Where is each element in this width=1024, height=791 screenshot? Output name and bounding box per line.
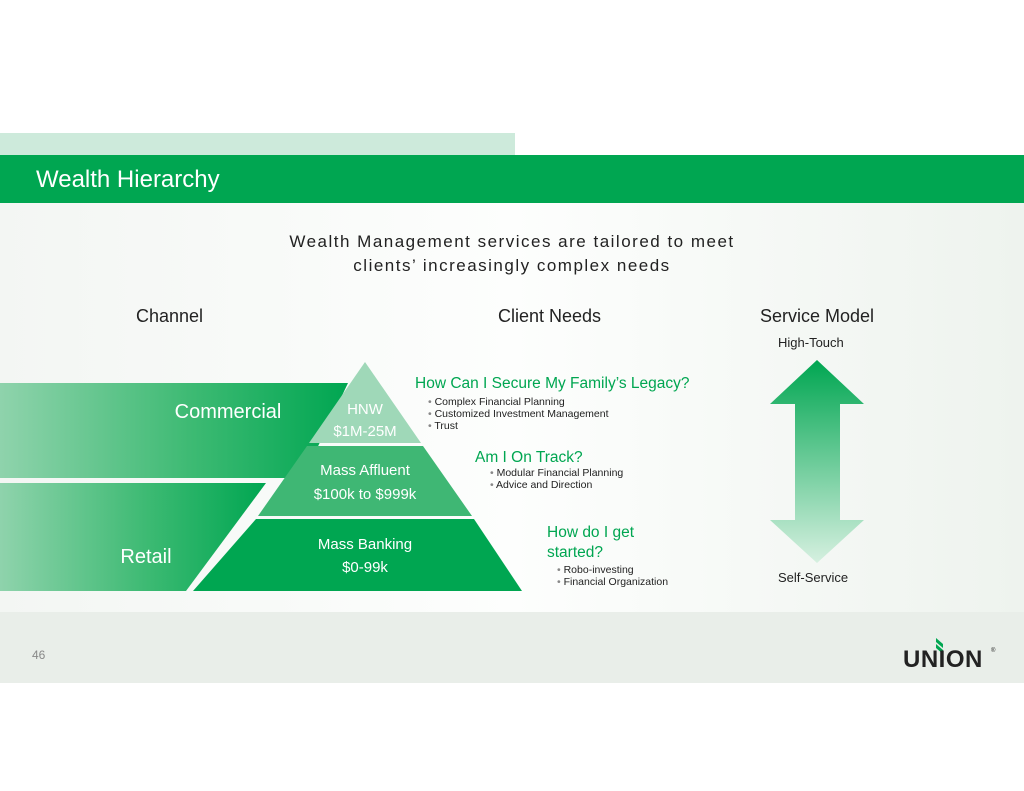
need-affluent-question: Am I On Track? <box>475 449 583 466</box>
channel-commercial-label: Commercial <box>175 401 282 423</box>
need-item: Complex Financial Planning <box>428 396 609 408</box>
subtitle-line-2: clients’ increasingly complex needs <box>353 256 671 275</box>
need-item: Modular Financial Planning <box>490 467 624 479</box>
svg-text:UNION: UNION <box>903 646 983 668</box>
service-model-arrow <box>770 360 864 563</box>
title-bar <box>0 155 1024 203</box>
tier-mass-banking <box>193 519 522 591</box>
need-item: Advice and Direction <box>490 479 623 491</box>
column-service-model: Service Model <box>760 306 875 326</box>
tier-hnw-range: $1M-25M <box>333 423 396 440</box>
need-banking-question-line-1: How do I get <box>547 524 635 541</box>
need-hnw-list: Complex Financial Planning Customized In… <box>428 396 609 432</box>
need-hnw-question: How Can I Secure My Family’s Legacy? <box>415 375 690 392</box>
union-logo-mark-icon: UNION ® <box>903 638 996 673</box>
service-self-service: Self-Service <box>778 570 849 585</box>
retail-band <box>0 483 266 591</box>
subtitle-line-1: Wealth Management services are tailored … <box>289 232 735 251</box>
tier-mass-affluent <box>258 446 472 516</box>
tier-mass-affluent-range: $100k to $999k <box>314 486 417 503</box>
service-high-touch: High-Touch <box>778 335 844 350</box>
need-item: Trust <box>428 420 609 432</box>
union-logo: UNION ® <box>903 638 998 673</box>
header-accent-strip <box>0 133 515 155</box>
tier-mass-banking-name: Mass Banking <box>318 536 412 553</box>
footer <box>0 612 1024 683</box>
column-channel: Channel <box>136 306 204 326</box>
svg-text:®: ® <box>991 647 996 654</box>
tier-hnw <box>309 362 421 443</box>
channel-retail-label: Retail <box>120 546 171 568</box>
page-number: 46 <box>32 648 46 662</box>
need-item: Robo-investing <box>557 564 668 576</box>
page-title: Wealth Hierarchy <box>36 166 220 193</box>
need-item: Financial Organization <box>557 576 668 588</box>
tier-hnw-name: HNW <box>347 401 384 418</box>
need-banking-list: Robo-investing Financial Organization <box>557 564 668 588</box>
tier-mass-affluent-name: Mass Affluent <box>320 462 411 479</box>
commercial-band <box>0 383 348 478</box>
need-affluent-list: Modular Financial Planning Advice and Di… <box>490 467 623 491</box>
column-client-needs: Client Needs <box>498 306 602 326</box>
need-banking-question-line-2: started? <box>547 544 604 561</box>
tier-mass-banking-range: $0-99k <box>342 559 388 576</box>
need-item: Customized Investment Management <box>428 408 609 420</box>
